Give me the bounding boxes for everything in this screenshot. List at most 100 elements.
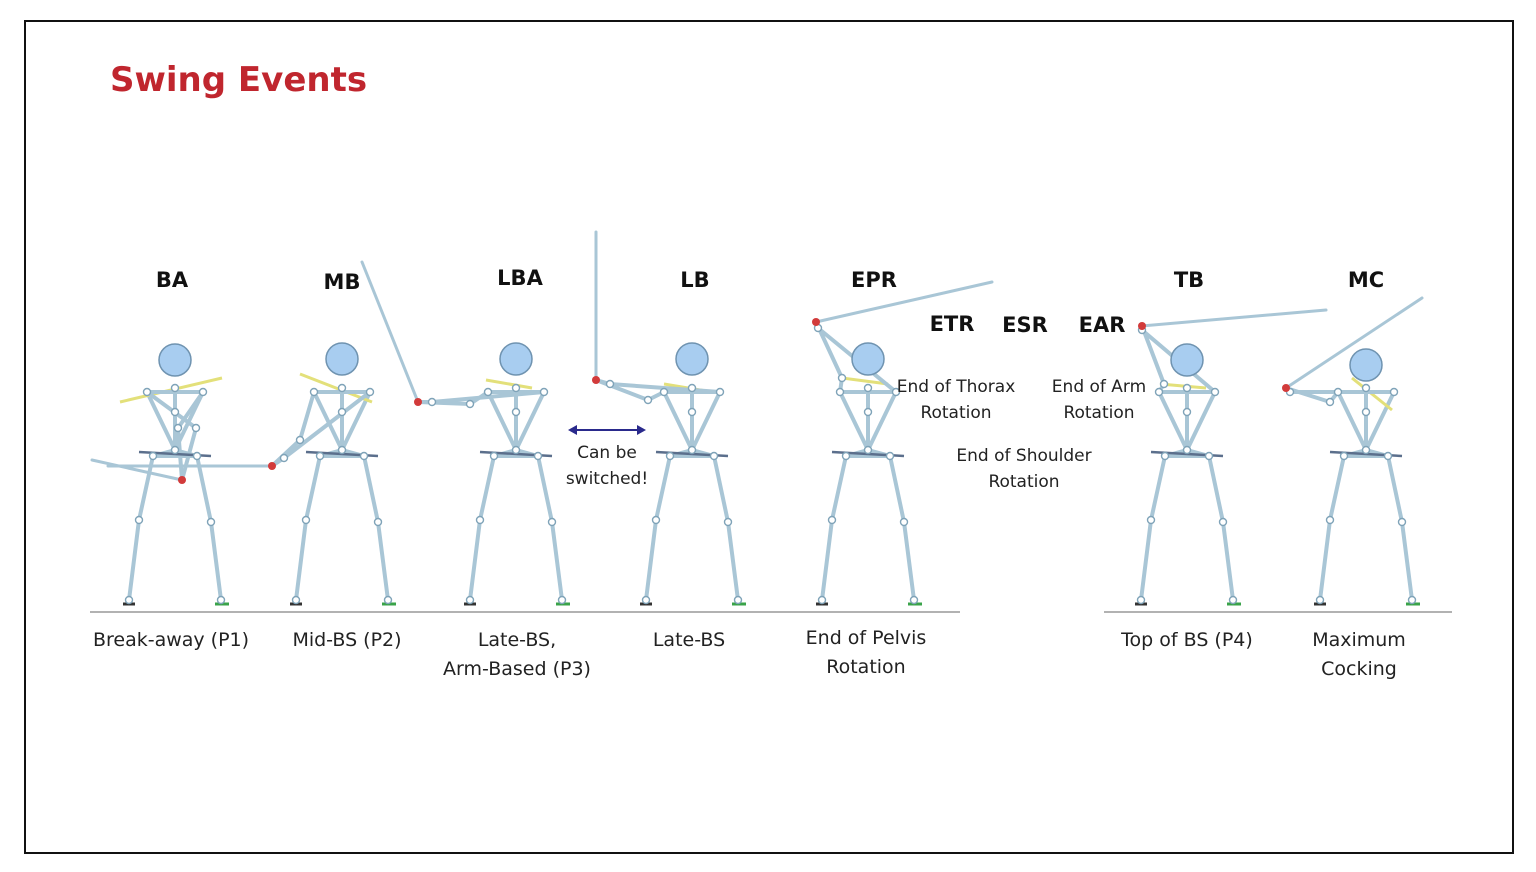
event-abbr-etr: ETR bbox=[929, 312, 975, 336]
bone bbox=[282, 390, 372, 460]
grip-marker bbox=[1138, 322, 1146, 330]
joint bbox=[533, 451, 543, 461]
joint bbox=[134, 515, 144, 525]
shoulder-line bbox=[841, 376, 889, 386]
switch-note: Can be switched! bbox=[565, 443, 649, 489]
joint bbox=[206, 517, 216, 527]
joint bbox=[863, 407, 873, 417]
joint bbox=[817, 595, 827, 605]
bone bbox=[1400, 520, 1414, 602]
joint bbox=[511, 383, 521, 393]
joint bbox=[827, 515, 837, 525]
joint bbox=[465, 595, 475, 605]
joint bbox=[1325, 397, 1335, 407]
joint bbox=[1339, 451, 1349, 461]
head bbox=[325, 342, 359, 376]
event-label-tb: Top of BS (P4) bbox=[1121, 629, 1253, 651]
joint bbox=[142, 387, 152, 397]
bone bbox=[1336, 390, 1368, 452]
event-abbr-mb: MB bbox=[323, 270, 361, 294]
joint bbox=[1159, 379, 1169, 389]
bone bbox=[1140, 308, 1328, 328]
event-label-mc: Maximum Cocking bbox=[1312, 629, 1406, 680]
joint bbox=[539, 387, 549, 397]
joint bbox=[315, 451, 325, 461]
bone bbox=[478, 454, 496, 522]
joint bbox=[465, 399, 475, 409]
bone bbox=[690, 390, 722, 452]
joint bbox=[1210, 387, 1220, 397]
bone bbox=[312, 390, 344, 452]
bone bbox=[1221, 520, 1235, 602]
note-end-of-arm-rotation: End of Arm Rotation bbox=[1051, 377, 1147, 423]
joint bbox=[170, 383, 180, 393]
grip-marker bbox=[812, 318, 820, 326]
switch-arrow-head-left bbox=[568, 425, 577, 435]
joint bbox=[863, 445, 873, 455]
joint bbox=[170, 445, 180, 455]
joint bbox=[1407, 595, 1417, 605]
joint bbox=[295, 435, 305, 445]
joint bbox=[1325, 515, 1335, 525]
bone bbox=[662, 390, 694, 452]
joint bbox=[1397, 517, 1407, 527]
grip-marker bbox=[178, 476, 186, 484]
bone bbox=[176, 390, 205, 430]
event-abbr-lb: LB bbox=[680, 268, 710, 292]
joint bbox=[837, 373, 847, 383]
joint bbox=[709, 451, 719, 461]
joint bbox=[643, 395, 653, 405]
bone bbox=[1139, 518, 1153, 602]
joint bbox=[605, 379, 615, 389]
bone bbox=[376, 520, 390, 602]
joint bbox=[665, 451, 675, 461]
bone bbox=[1185, 390, 1217, 452]
joint bbox=[863, 383, 873, 393]
bone bbox=[830, 454, 848, 522]
head bbox=[499, 342, 533, 376]
joint bbox=[899, 517, 909, 527]
joint bbox=[309, 387, 319, 397]
joint bbox=[909, 595, 919, 605]
joint bbox=[192, 451, 202, 461]
joint bbox=[1315, 595, 1325, 605]
bone bbox=[362, 454, 380, 524]
event-label-lba: Late-BS, Arm-Based (P3) bbox=[443, 629, 591, 680]
bone bbox=[514, 390, 546, 452]
joint bbox=[191, 423, 201, 433]
joint bbox=[427, 397, 437, 407]
joint bbox=[1228, 595, 1238, 605]
joint bbox=[715, 387, 725, 397]
joint bbox=[173, 423, 183, 433]
joint bbox=[483, 387, 493, 397]
head bbox=[675, 342, 709, 376]
figure-ba bbox=[90, 343, 229, 606]
event-label-ba: Break-away (P1) bbox=[92, 629, 250, 651]
bone bbox=[127, 518, 141, 602]
joint bbox=[383, 595, 393, 605]
grip-marker bbox=[268, 462, 276, 470]
joint bbox=[301, 515, 311, 525]
head bbox=[851, 342, 885, 376]
note-end-of-shoulder-rotation: End of Shoulder Rotation bbox=[956, 446, 1092, 492]
bone bbox=[550, 520, 564, 602]
figure-epr bbox=[812, 280, 994, 606]
joint bbox=[557, 595, 567, 605]
slide-title: Swing Events bbox=[110, 60, 368, 100]
joint bbox=[365, 387, 375, 397]
joint bbox=[124, 595, 134, 605]
bone bbox=[1157, 390, 1189, 452]
figure-tb bbox=[1135, 308, 1328, 606]
figure-mc bbox=[1282, 296, 1424, 606]
bone bbox=[1328, 454, 1346, 522]
joint bbox=[1182, 445, 1192, 455]
bone bbox=[90, 458, 184, 482]
event-abbr-mc: MC bbox=[1347, 268, 1385, 292]
bone bbox=[1318, 518, 1332, 602]
shoulder-line bbox=[485, 378, 533, 390]
bone bbox=[888, 454, 906, 524]
bone bbox=[644, 518, 658, 602]
bone bbox=[820, 518, 834, 602]
joint bbox=[359, 451, 369, 461]
bone bbox=[1386, 454, 1404, 524]
